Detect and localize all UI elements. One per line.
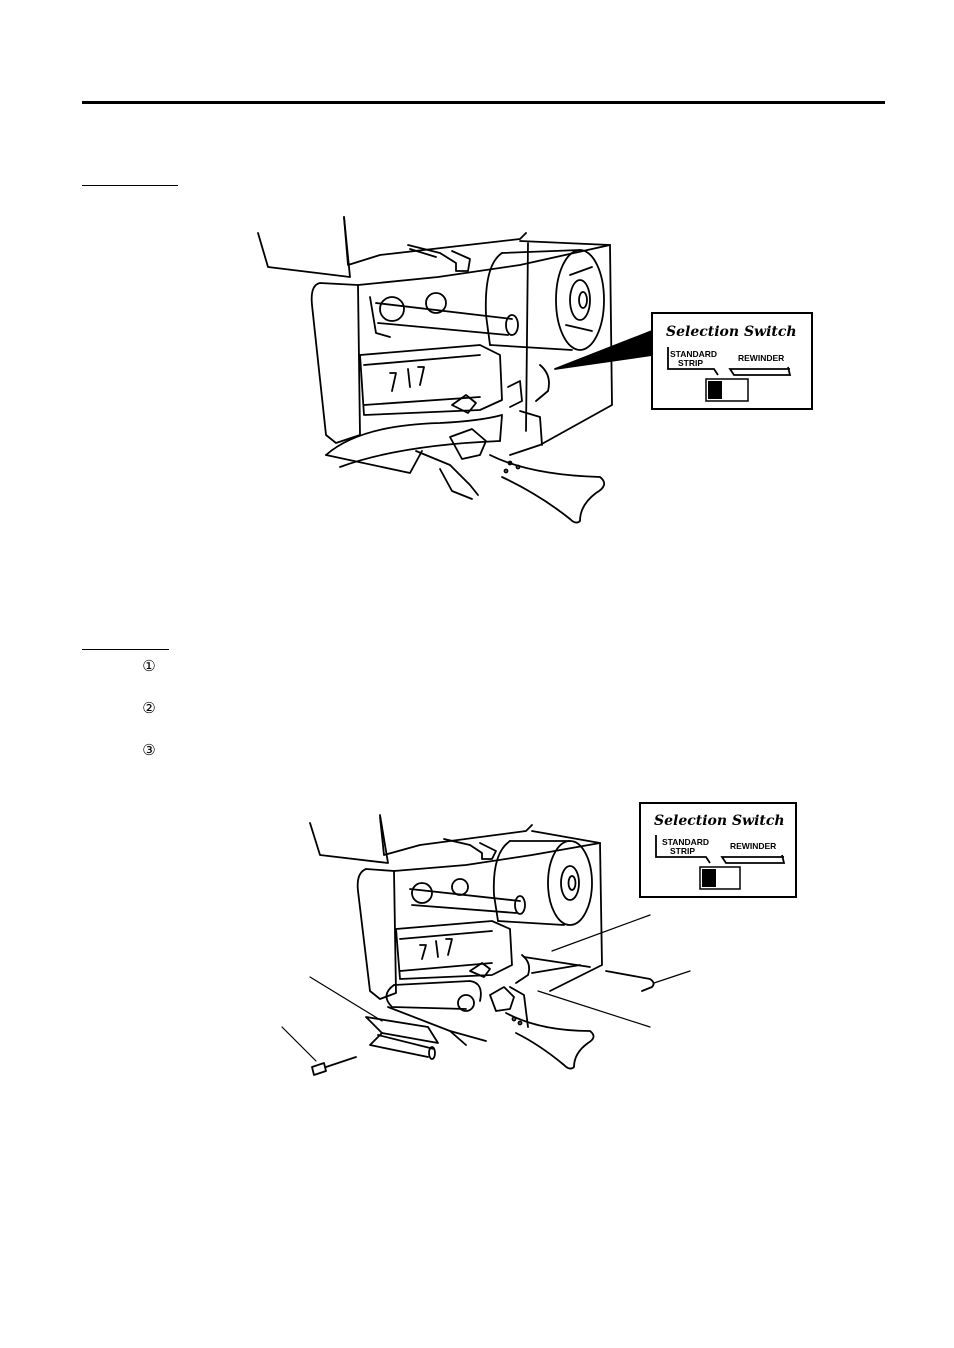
header-rule — [82, 101, 885, 104]
switch-knob — [702, 869, 716, 887]
printer-illustration-1: Selection Switch STANDARD STRIP REWINDER — [257, 216, 813, 524]
section-2-heading-rule — [82, 649, 169, 650]
selection-switch-panel-2: Selection Switch STANDARD STRIP REWINDER — [639, 802, 797, 898]
selection-switch-panel-1: Selection Switch STANDARD STRIP REWINDER — [651, 312, 813, 410]
switch-right-label: REWINDER — [738, 353, 784, 363]
switch-knob — [708, 381, 722, 399]
printer-illustration-2: Selection Switch STANDARD STRIP REWINDER — [281, 802, 797, 1076]
switch-left-label-line2: STRIP — [678, 358, 703, 368]
switch-right-label: REWINDER — [730, 841, 776, 851]
switch-left-label-line1: STANDARD — [662, 837, 709, 847]
switch-title: Selection Switch — [666, 324, 797, 340]
switch-left-label-line1: STANDARD — [670, 349, 717, 359]
step-marker-3: ③ — [142, 741, 156, 759]
step-marker-1: ① — [142, 657, 156, 675]
printer-figure-strip-parts: Selection Switch STANDARD STRIP REWINDER — [270, 795, 810, 1085]
switch-left-label-line2: STRIP — [670, 846, 695, 856]
printer-figure-standard: Selection Switch STANDARD STRIP REWINDER — [240, 205, 820, 540]
step-marker-2: ② — [142, 699, 156, 717]
switch-title: Selection Switch — [654, 813, 785, 829]
section-1-heading-rule — [82, 185, 178, 186]
